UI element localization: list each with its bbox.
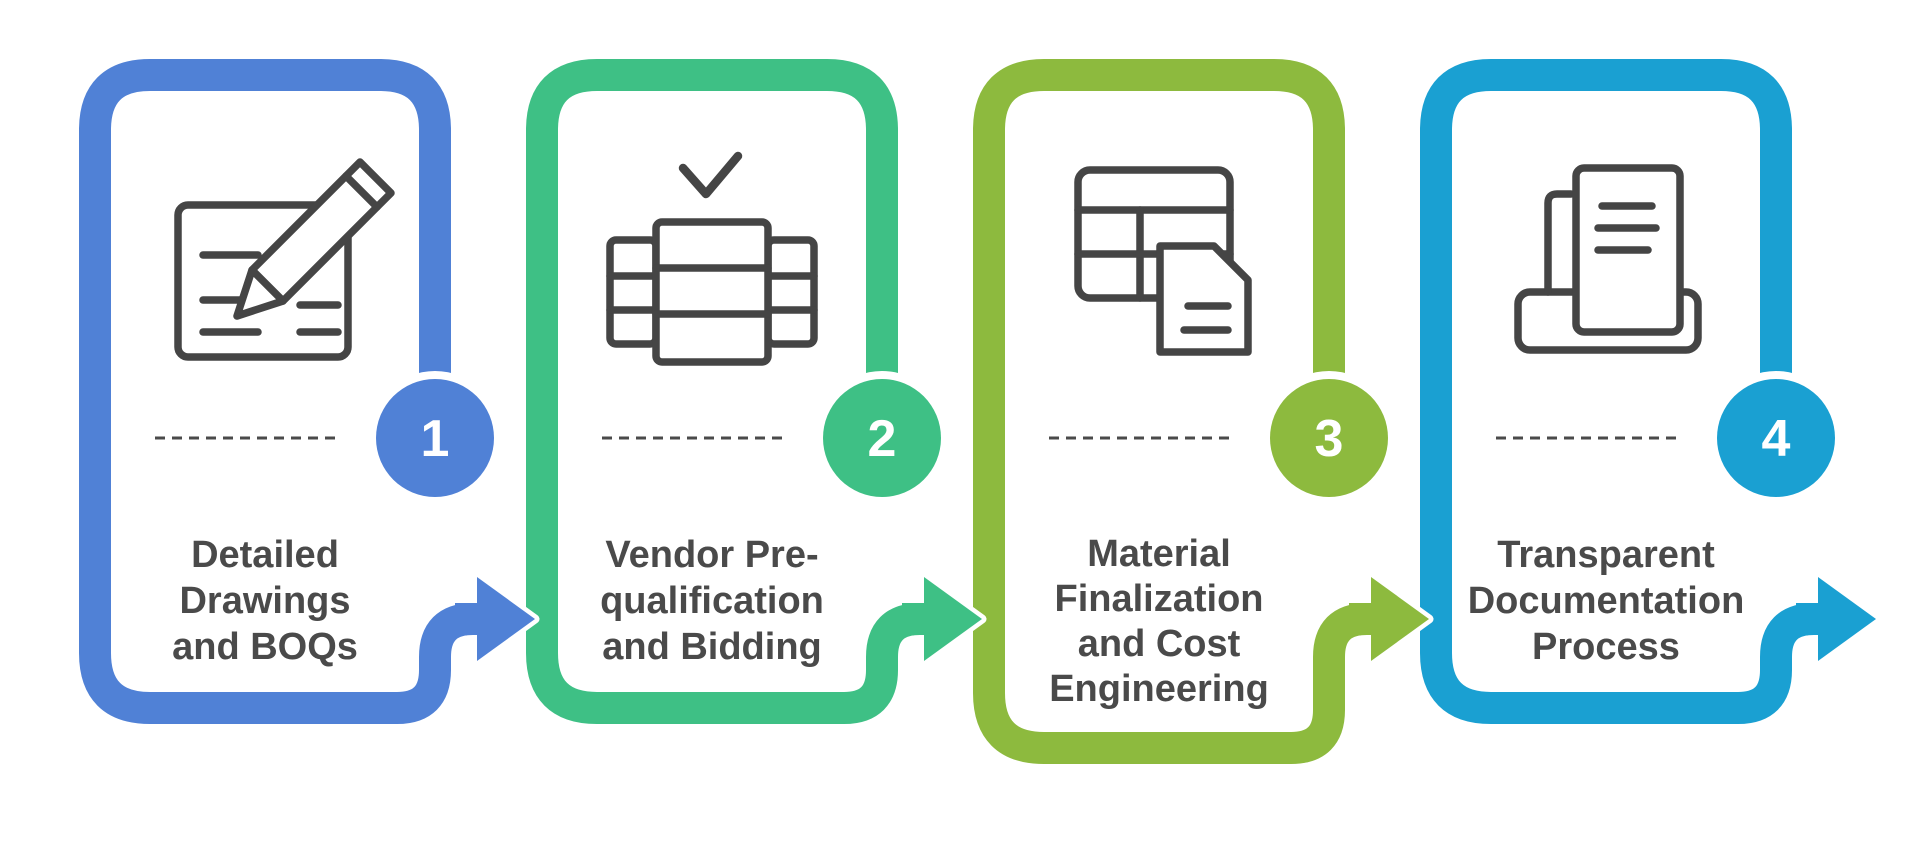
step-label-line: and Bidding [602, 626, 822, 668]
step-1-number-badge: 1 [368, 371, 502, 505]
badge-circle [1717, 379, 1835, 497]
step-number: 1 [421, 410, 450, 468]
vendor-shelf-check-icon [606, 151, 818, 366]
step-label-line: Detailed [191, 534, 339, 576]
step-3-band-group [966, 52, 1377, 771]
blueprint-pencil-icon [174, 158, 395, 361]
step-4-band [1420, 59, 1824, 724]
step-4-label: Transparent Documentation Process [1468, 534, 1745, 668]
step-2-band-group [519, 52, 930, 731]
step-number: 4 [1762, 410, 1791, 468]
step-label-line: Transparent [1497, 534, 1715, 576]
step-4-number-badge: 4 [1709, 371, 1843, 505]
step-2-band [526, 59, 930, 724]
step-label-line: qualification [600, 580, 824, 622]
step-label-line: Engineering [1049, 668, 1269, 710]
step-2-label: Vendor Pre- qualification and Bidding [600, 534, 824, 668]
flow-arrows [455, 572, 1881, 666]
step-2-number-badge: 2 [815, 371, 949, 505]
step-label-line: Material [1087, 533, 1231, 575]
step-3-label: Material Finalization and Cost Engineeri… [1049, 533, 1269, 710]
step-3-number-badge: 3 [1262, 371, 1396, 505]
step-label-line: Vendor Pre- [605, 534, 818, 576]
badge-circle [823, 379, 941, 497]
step-label-line: Finalization [1055, 578, 1264, 620]
step-label-line: Documentation [1468, 580, 1745, 622]
step-1-band [79, 59, 483, 724]
step-1-label: Detailed Drawings and BOQs [172, 534, 358, 668]
step-number: 2 [868, 410, 897, 468]
step-label-line: Process [1532, 626, 1680, 668]
step-3-band [973, 59, 1377, 764]
step-label-line: and Cost [1078, 623, 1241, 665]
step-1-band-group [72, 52, 483, 731]
badge-circle [376, 379, 494, 497]
table-document-icon [1074, 166, 1252, 356]
step-label-line: Drawings [179, 580, 350, 622]
step-4-band-group [1413, 52, 1824, 731]
step-label-line: and BOQs [172, 626, 358, 668]
badge-circle [1270, 379, 1388, 497]
step-number: 3 [1315, 410, 1344, 468]
document-tray-icon [1514, 164, 1702, 354]
